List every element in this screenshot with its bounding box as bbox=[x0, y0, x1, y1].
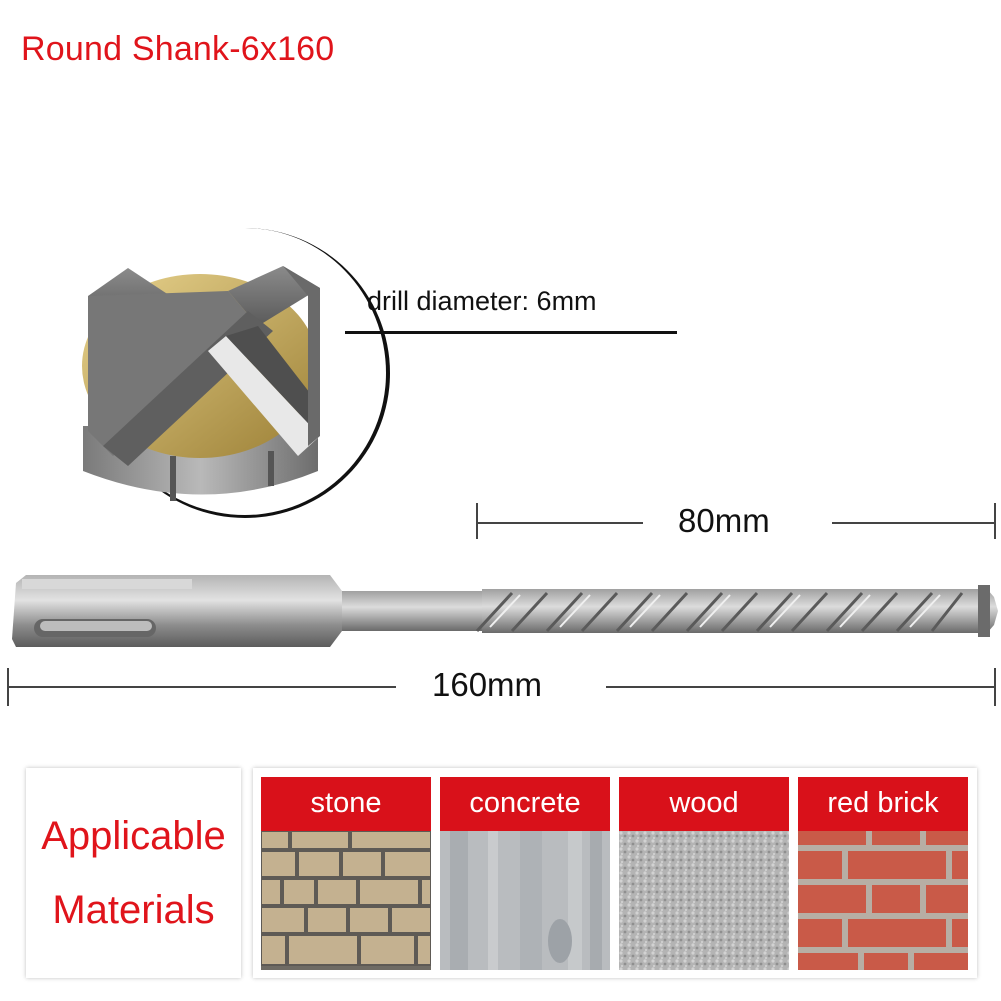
product-title: Round Shank-6x160 bbox=[21, 30, 335, 68]
material-card-stone: stone bbox=[261, 777, 431, 970]
drill-diameter-label: drill diameter: 6mm bbox=[367, 286, 597, 316]
material-label: wood bbox=[619, 777, 789, 831]
dimension-line bbox=[8, 686, 396, 688]
dimension-line bbox=[606, 686, 995, 688]
material-card-red-brick: red brick bbox=[798, 777, 968, 970]
drill-bit-image bbox=[12, 575, 998, 647]
material-card-wood: wood bbox=[619, 777, 789, 970]
dimension-line bbox=[477, 522, 643, 524]
material-label: stone bbox=[261, 777, 431, 831]
dimension-line bbox=[832, 522, 995, 524]
heading-line-1: Applicable bbox=[41, 814, 226, 858]
drill-tip-closeup bbox=[40, 228, 390, 518]
dimension-tick bbox=[994, 668, 996, 706]
diameter-leader-line bbox=[345, 331, 677, 334]
dimension-tick bbox=[994, 503, 996, 539]
stone-texture-image bbox=[261, 831, 431, 970]
wood-texture-image bbox=[619, 831, 789, 970]
material-label: red brick bbox=[798, 777, 968, 831]
dimension-tick bbox=[476, 503, 478, 539]
red-brick-texture-image bbox=[798, 831, 968, 970]
heading-line-2: Materials bbox=[52, 888, 215, 932]
cross-tip-icon bbox=[82, 266, 320, 501]
material-label: concrete bbox=[440, 777, 610, 831]
concrete-texture-image bbox=[440, 831, 610, 970]
material-card-concrete: concrete bbox=[440, 777, 610, 970]
flute-length-label: 80mm bbox=[678, 502, 770, 539]
applicable-materials-heading: Applicable Materials bbox=[26, 768, 241, 978]
closeup-circle-outline bbox=[100, 228, 390, 518]
materials-panel: stone concrete wood bbox=[253, 768, 977, 978]
total-length-label: 160mm bbox=[432, 666, 543, 703]
